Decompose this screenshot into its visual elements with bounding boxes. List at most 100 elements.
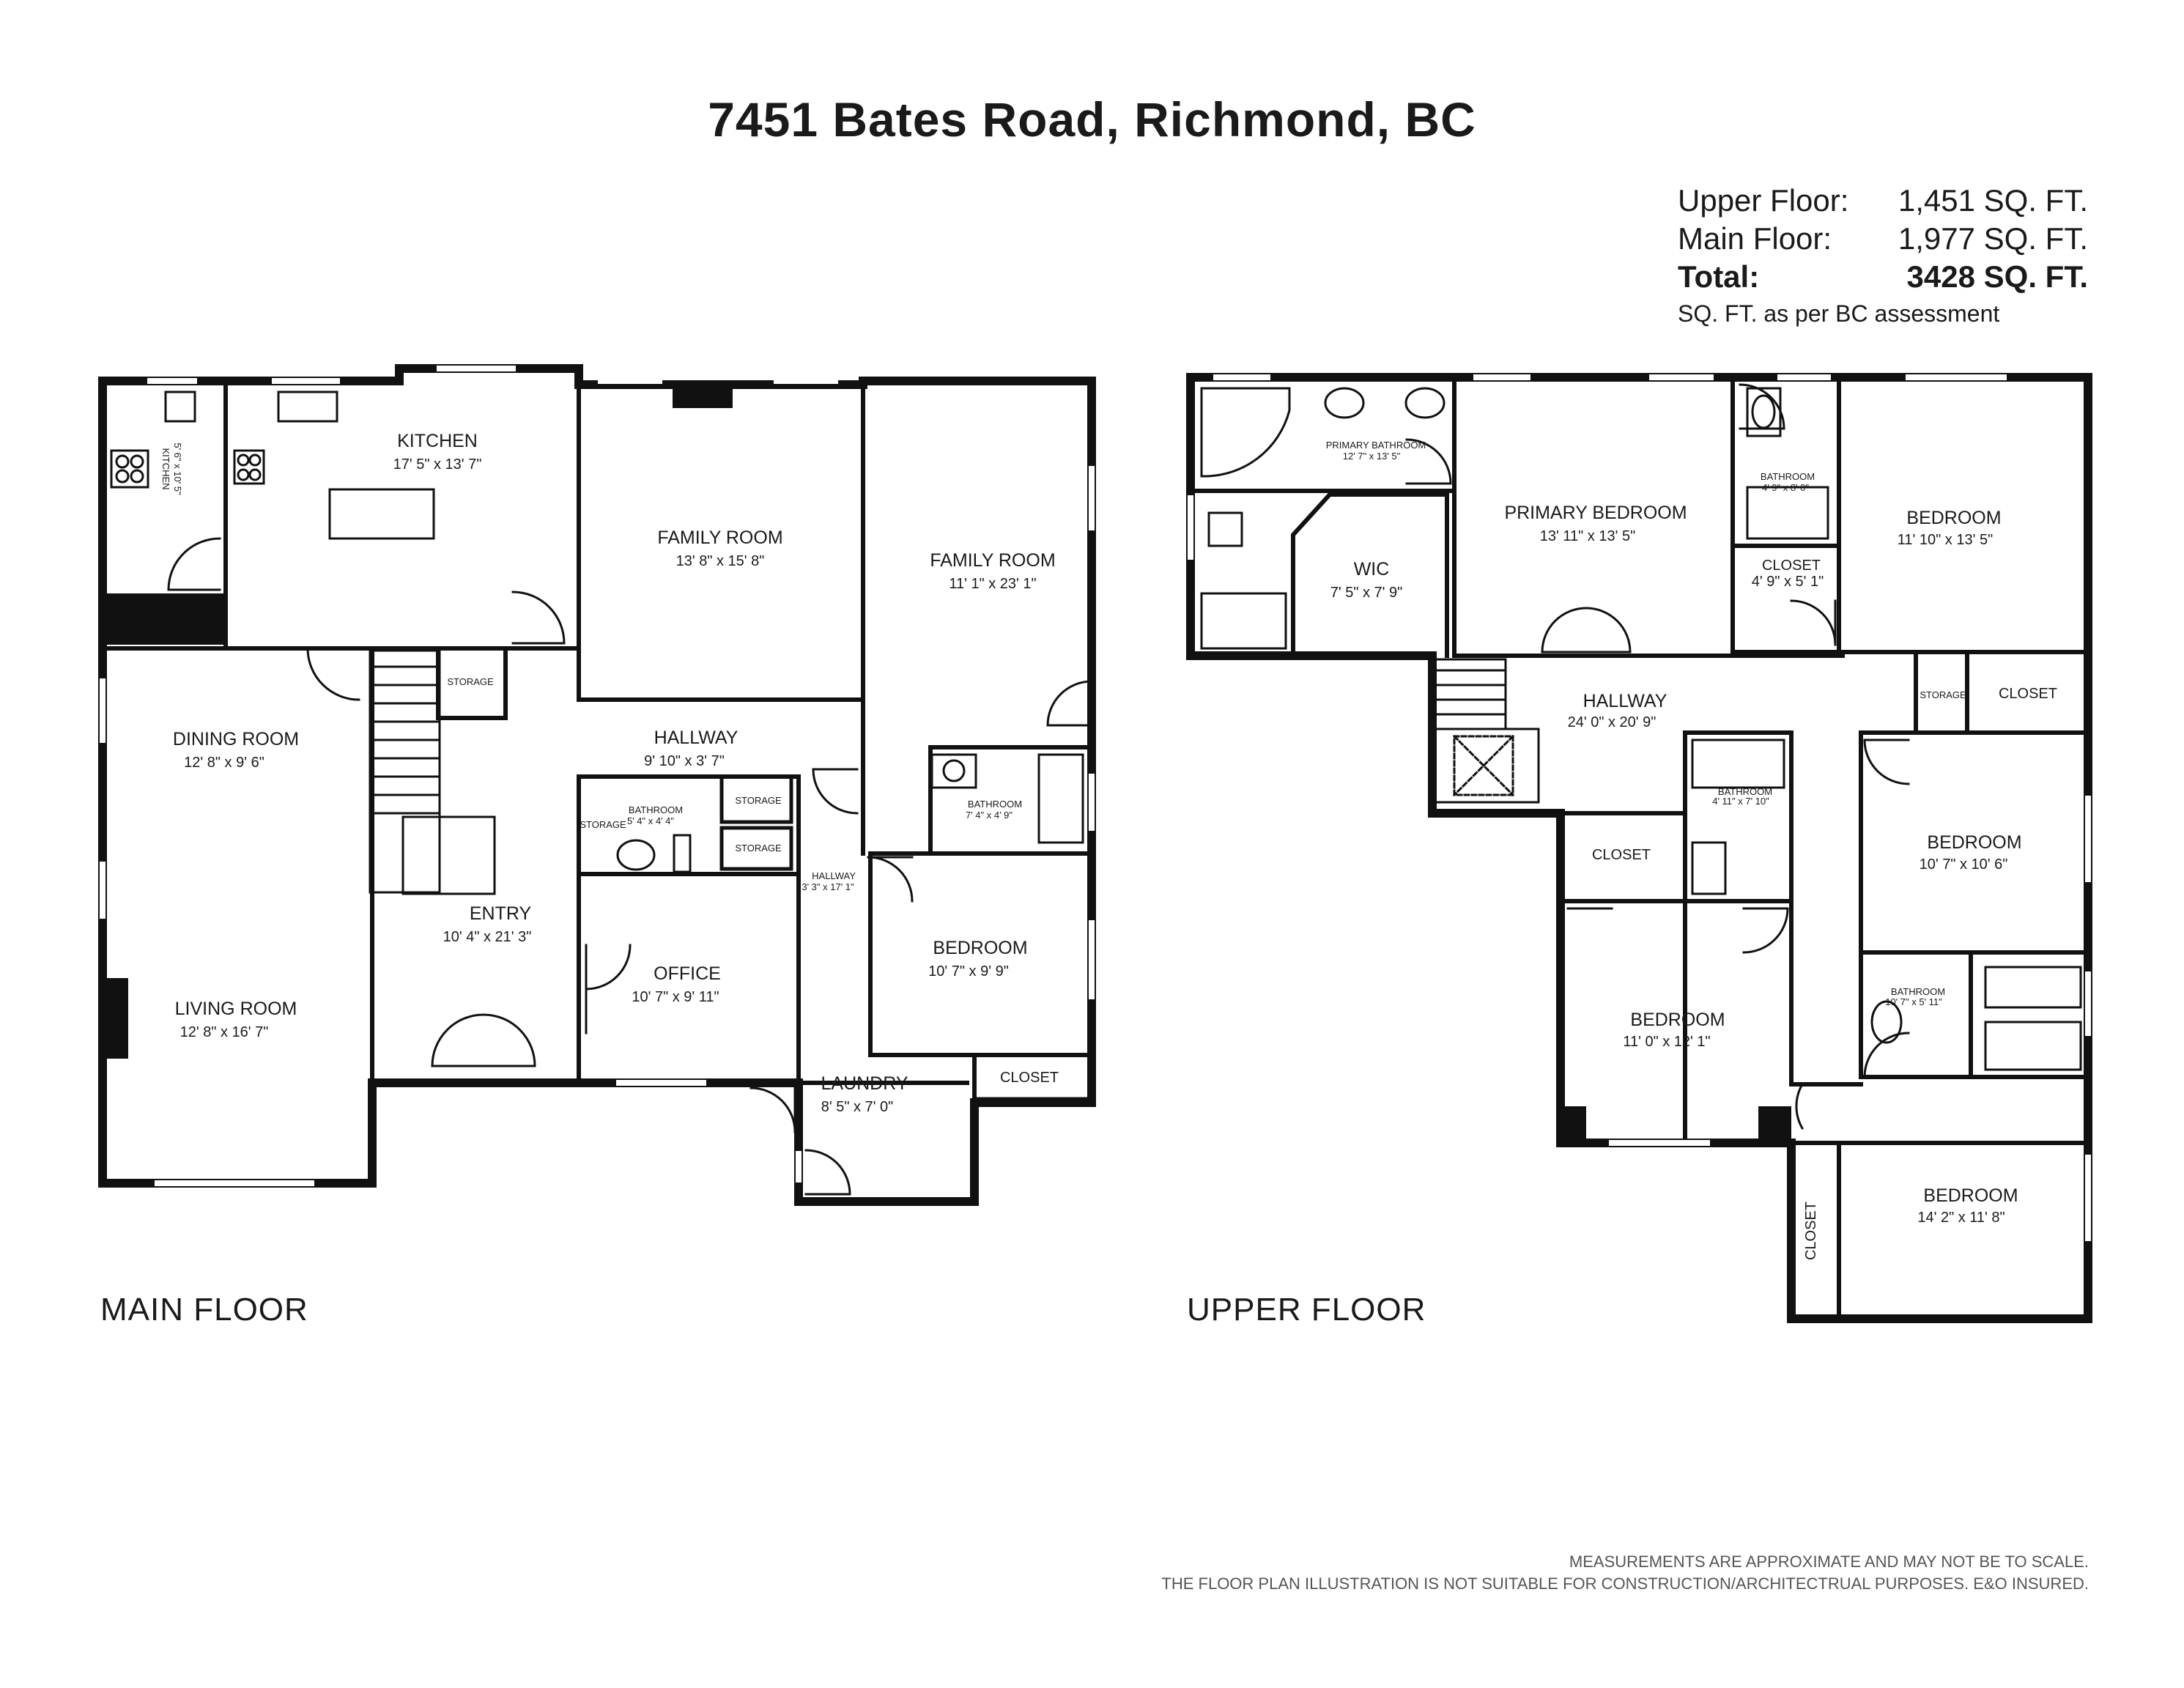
closet-label: CLOSET xyxy=(1000,1070,1059,1086)
total-area-label: Total: xyxy=(1678,259,1760,294)
primary-bedroom-dims: 13' 11" x 13' 5" xyxy=(1540,528,1635,544)
closet-label: CLOSET xyxy=(1803,1202,1819,1260)
bathroom-b-name: BATHROOM xyxy=(1718,786,1772,797)
disclaimer-line-1: MEASUREMENTS ARE APPROXIMATE AND MAY NOT… xyxy=(1569,1552,2089,1571)
family-room-1-name: FAMILY ROOM xyxy=(657,528,782,548)
bedroom-c-dims: 11' 0" x 12' 1" xyxy=(1623,1034,1710,1050)
upper-stairs xyxy=(1431,658,1540,804)
storage-label: STORAGE xyxy=(735,843,782,854)
bathroom-1-name: BATHROOM xyxy=(629,804,683,815)
bathroom-2-name: BATHROOM xyxy=(968,799,1022,810)
wic-name: WIC xyxy=(1354,559,1390,580)
bedroom-c-name: BEDROOM xyxy=(1630,1010,1725,1030)
closet-label: CLOSET xyxy=(1999,686,2057,702)
laundry-dims: 8' 5" x 7' 0" xyxy=(821,1099,894,1115)
hallway-dims: 9' 10" x 3' 7" xyxy=(644,753,725,769)
upper-floor-plan xyxy=(1186,373,2092,1323)
primary-bathroom-name: PRIMARY BATHROOM xyxy=(1326,440,1426,451)
storage-room xyxy=(436,646,508,720)
upper-floor-area-value: 1,451 SQ. FT. xyxy=(1898,183,2088,218)
storage-label: STORAGE xyxy=(1920,689,1966,700)
wic-wall xyxy=(1291,492,1449,658)
area-note: SQ. FT. as per BC assessment xyxy=(1678,300,2000,327)
upper-floor-labels: PRIMARY BATHROOM 12' 7" x 13' 5" PRIMARY… xyxy=(1326,440,2057,1260)
hallway-2-name: HALLWAY xyxy=(812,870,856,881)
disclaimer-line-2: THE FLOOR PLAN ILLUSTRATION IS NOT SUITA… xyxy=(1161,1574,2089,1593)
closet-label: CLOSET xyxy=(1592,847,1651,863)
fireplace xyxy=(673,385,733,408)
total-area: Total: 3428 SQ. FT. xyxy=(1678,258,2088,296)
bathroom-a-dims: 4' 9" x 8' 0" xyxy=(1762,482,1809,493)
total-area-value: 3428 SQ. FT. xyxy=(1906,259,2088,294)
page-title: 7451 Bates Road, Richmond, BC xyxy=(708,92,1476,147)
kitchen-small-name: KITCHEN xyxy=(160,448,171,489)
kitchen-dims: 17' 5" x 13' 7" xyxy=(393,456,482,473)
closet-room xyxy=(972,1053,1094,1101)
main-floor-plan xyxy=(98,364,1096,1206)
door-swings xyxy=(167,537,1093,1196)
wall-block xyxy=(1758,1106,1791,1143)
main-floor-labels: KITCHEN 17' 5" x 13' 7" KITCHEN 5' 6" x … xyxy=(160,431,1059,1115)
bedroom-d-dims: 14' 2" x 11' 8" xyxy=(1917,1210,2005,1226)
bedroom-b-dims: 10' 7" x 10' 6" xyxy=(1920,856,2008,873)
upper-door-swings xyxy=(1405,383,1910,1130)
main-floor-label: MAIN FLOOR xyxy=(100,1292,308,1328)
office-name: OFFICE xyxy=(654,963,721,984)
hallway-2-dims: 3' 3" x 17' 1" xyxy=(802,881,854,892)
upper-floor-area-label: Upper Floor: xyxy=(1678,183,1849,218)
bedroom-b-name: BEDROOM xyxy=(1927,832,2021,853)
area-summary: Upper Floor: 1,451 SQ. FT. Main Floor: 1… xyxy=(1678,182,2088,328)
bedroom-dims: 10' 7" x 9' 9" xyxy=(928,963,1009,980)
appliance-icons xyxy=(110,390,1084,873)
storage-room xyxy=(719,826,793,871)
bathroom-2-dims: 7' 4" x 4' 9" xyxy=(966,810,1013,821)
main-floor-outline xyxy=(98,364,1096,1206)
dining-room-dims: 12' 8" x 9' 6" xyxy=(184,755,264,771)
kitchen-name: KITCHEN xyxy=(397,431,478,451)
office-dims: 10' 7" x 9' 11" xyxy=(632,989,719,1005)
upper-floor-label: UPPER FLOOR xyxy=(1187,1292,1426,1328)
fireplace-block xyxy=(103,593,223,645)
storage-label: STORAGE xyxy=(447,676,494,687)
hallway-name: HALLWAY xyxy=(1583,691,1667,711)
hallway-name: HALLWAY xyxy=(654,728,739,748)
dining-room-name: DINING ROOM xyxy=(173,729,299,749)
upper-windows xyxy=(1188,374,2091,1241)
entry-dims: 10' 4" x 21' 3" xyxy=(443,929,532,945)
main-floor-area-value: 1,977 SQ. FT. xyxy=(1898,221,2088,256)
upper-floor-area: Upper Floor: 1,451 SQ. FT. xyxy=(1678,182,2088,220)
storage-label: STORAGE xyxy=(580,819,626,830)
hallway-dims: 24' 0" x 20' 9" xyxy=(1568,714,1656,730)
closet-a-name: CLOSET xyxy=(1762,558,1821,574)
storage-label: STORAGE xyxy=(735,795,782,806)
kitchen-small-dims: 5' 6" x 10' 5" xyxy=(172,443,183,495)
closet-a-dims: 4' 9" x 5' 1" xyxy=(1752,574,1824,590)
kitchen-island xyxy=(328,488,435,540)
bedroom-a-dims: 11' 10" x 13' 5" xyxy=(1898,532,1993,548)
main-stairs xyxy=(369,649,496,895)
bathroom-c-name: BATHROOM xyxy=(1891,986,1945,997)
laundry-name: LAUNDRY xyxy=(821,1073,908,1094)
primary-bedroom-name: PRIMARY BEDROOM xyxy=(1504,503,1687,523)
bathroom-b-dims: 4' 11" x 7' 10" xyxy=(1712,796,1769,807)
main-floor-area-label: Main Floor: xyxy=(1678,221,1832,256)
family-room-2-name: FAMILY ROOM xyxy=(930,550,1055,571)
fireplace xyxy=(103,978,128,1059)
bedroom-name: BEDROOM xyxy=(933,938,1027,958)
storage-room xyxy=(719,774,793,824)
entry-name: ENTRY xyxy=(470,903,532,924)
bedroom-d-name: BEDROOM xyxy=(1923,1185,2018,1206)
main-floor-area: Main Floor: 1,977 SQ. FT. xyxy=(1678,220,2088,258)
disclaimer: MEASUREMENTS ARE APPROXIMATE AND MAY NOT… xyxy=(1161,1551,2089,1595)
primary-bathroom-dims: 12' 7" x 13' 5" xyxy=(1343,451,1401,462)
bathroom-1-dims: 5' 4" x 4' 4" xyxy=(627,815,674,826)
bathroom-c-dims: 10' 7" x 5' 11" xyxy=(1885,996,1942,1007)
living-room-name: LIVING ROOM xyxy=(175,999,297,1019)
bedroom-a-name: BEDROOM xyxy=(1906,508,2001,528)
family-room-1-dims: 13' 8" x 15' 8" xyxy=(676,553,765,569)
wic-dims: 7' 5" x 7' 9" xyxy=(1330,585,1403,601)
living-room-dims: 12' 8" x 16' 7" xyxy=(180,1024,269,1040)
wall-block xyxy=(1561,1106,1586,1143)
windows xyxy=(100,366,1095,1186)
